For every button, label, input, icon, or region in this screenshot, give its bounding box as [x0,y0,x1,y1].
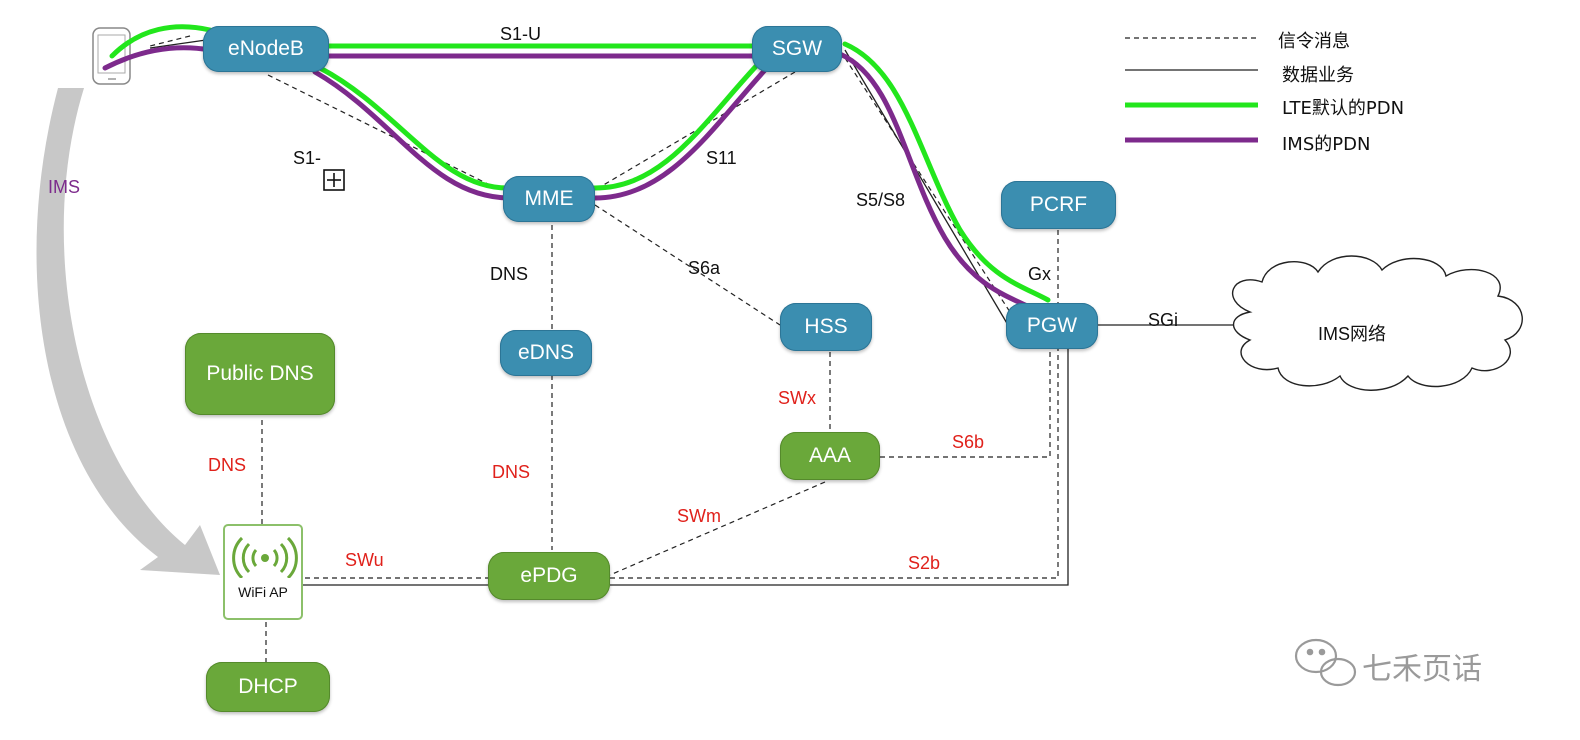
hss-node[interactable]: HSS [780,303,872,351]
s1mme-label: S1- [293,148,322,168]
wifi-ap-node[interactable]: WiFi AP [223,524,303,620]
sgw-node[interactable]: SGW [752,26,842,72]
legend-signaling-label: 信令消息 [1278,31,1350,52]
box-plus-icon [323,169,345,191]
dns-mme-label: DNS [490,264,529,284]
pcrf-node[interactable]: PCRF [1001,181,1116,229]
s11-label: S11 [706,148,737,168]
ims-network-label: IMS网络 [1318,324,1387,344]
s2b-label: S2b [908,553,941,573]
edns-node[interactable]: eDNS [500,330,592,376]
ims-flow-arrow [36,88,220,575]
dns-public-label: DNS [208,455,247,475]
s6b-label: S6b [952,432,985,452]
dhcp-node[interactable]: DHCP [206,662,330,712]
watermark-text: 七禾页话 [1362,652,1482,687]
enodeb-node[interactable]: eNodeB [203,26,329,72]
legend-lte-pdn-label: LTE默认的PDN [1282,98,1405,119]
sgi-label: SGi [1148,310,1179,330]
epdg-node[interactable]: ePDG [488,552,610,600]
dns-edns-label: DNS [492,462,531,482]
legend-data-label: 数据业务 [1282,65,1354,86]
legend-ims-pdn-label: IMS的PDN [1282,134,1371,155]
gx-label: Gx [1028,264,1052,284]
s6a-label: S6a [688,258,721,278]
ims-network-cloud [1231,255,1523,391]
swx-label: SWx [778,388,816,408]
legend-lines [1125,37,1258,143]
watermark-logo-icon [1294,638,1357,687]
signaling-lines [149,35,1059,662]
s5s8-label: S5/S8 [856,190,906,210]
pgw-node[interactable]: PGW [1006,303,1098,349]
aaa-node[interactable]: AAA [780,432,880,480]
wifi-ap-label: WiFi AP [238,584,288,600]
s1u-label: S1-U [500,24,542,44]
swm-label: SWm [677,506,721,526]
swu-label: SWu [345,550,384,570]
mme-node[interactable]: MME [503,176,595,222]
ims-arrow-label: IMS [48,177,81,197]
public-dns-node[interactable]: Public DNS [185,333,335,415]
wifi-signal-icon [232,536,298,578]
